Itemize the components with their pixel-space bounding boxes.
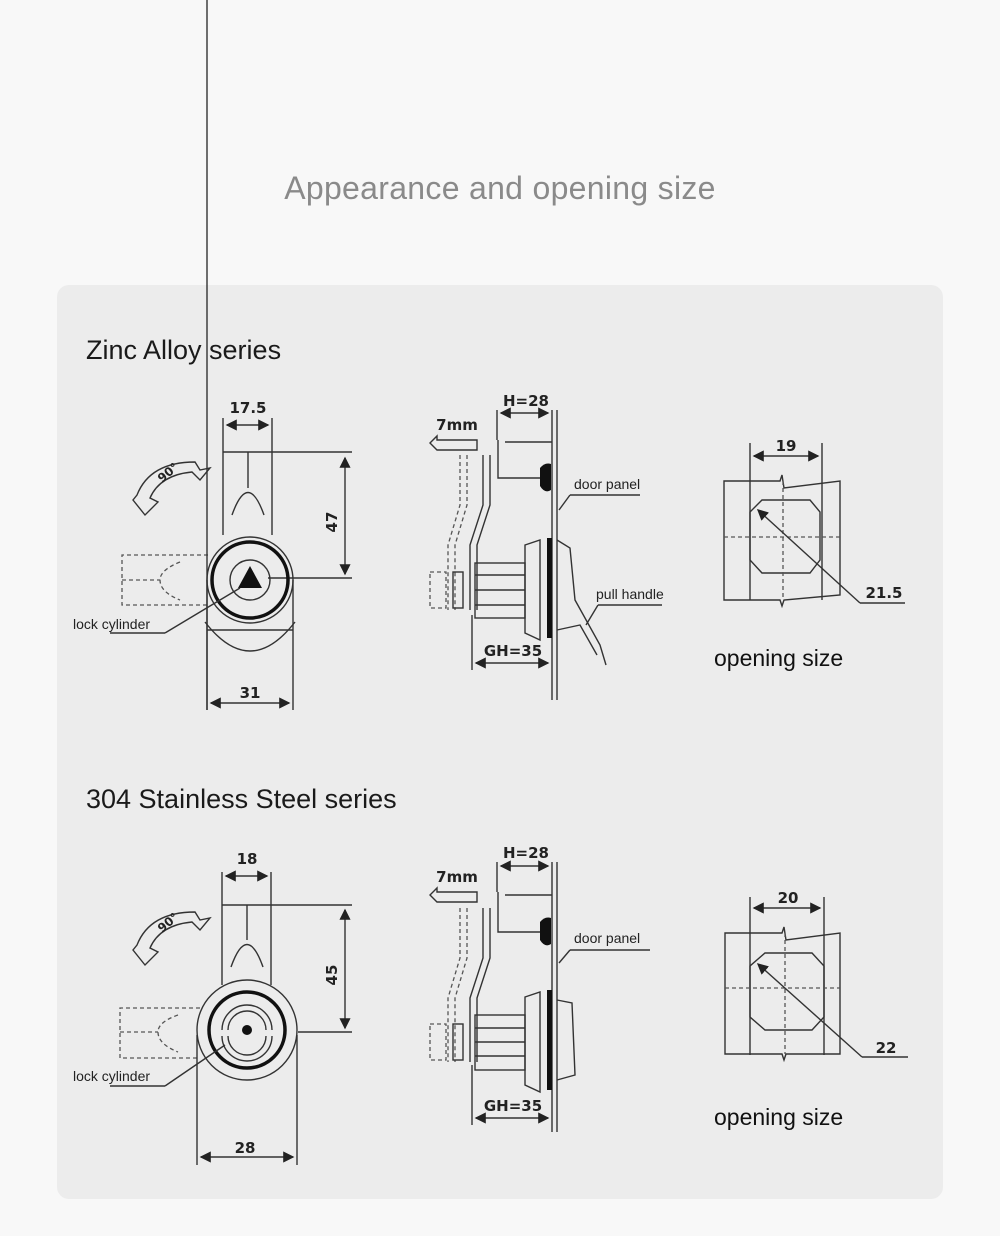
opening-caption: opening size: [714, 645, 843, 671]
dim-offset: 7mm: [436, 416, 478, 434]
dim-top-width: 18: [237, 850, 258, 868]
triangle-key-icon: [238, 566, 262, 588]
callout-lock-cylinder: lock cylinder: [73, 616, 150, 632]
dim-top-width: 17.5: [229, 399, 266, 417]
offset-arrow-icon: [429, 886, 478, 903]
zinc-front-view: 17.5 47 90° 31 lock cylinder: [73, 0, 352, 710]
stainless-side-view: H=28 7mm GH=35 door panel: [429, 844, 650, 1132]
page-title: Appearance and opening size: [284, 170, 716, 206]
dim-height: 45: [323, 965, 341, 986]
rotate-arrow-icon: [132, 461, 212, 517]
dim-h: H=28: [503, 392, 549, 410]
dim-opening-width: 20: [778, 889, 799, 907]
rotate-arrow-icon: [132, 911, 212, 967]
spec-panel: [57, 285, 943, 1199]
dim-bottom-width: 28: [235, 1139, 256, 1157]
stainless-opening: 20 22 opening size: [714, 889, 908, 1130]
series-title-stainless: 304 Stainless Steel series: [86, 784, 397, 814]
dim-bottom-width: 31: [240, 684, 261, 702]
round-slot-key-icon: [242, 1025, 252, 1035]
series-title-zinc: Zinc Alloy series: [86, 335, 282, 365]
callout-door-panel: door panel: [574, 930, 640, 946]
dim-opening-diagonal: 22: [876, 1039, 897, 1057]
zinc-side-view: H=28 7mm GH=35 door panel pull handle: [429, 392, 664, 700]
dim-height: 47: [323, 512, 341, 533]
dim-gh: GH=35: [484, 642, 542, 660]
callout-door-panel: door panel: [574, 476, 640, 492]
stainless-front-view: 18 45 90° 28 lock cylinder: [73, 850, 352, 1165]
zinc-opening: 19 21.5 opening size: [714, 437, 905, 671]
dim-offset: 7mm: [436, 868, 478, 886]
dim-opening-diagonal: 21.5: [865, 584, 902, 602]
dim-gh: GH=35: [484, 1097, 542, 1115]
callout-lock-cylinder: lock cylinder: [73, 1068, 150, 1084]
offset-arrow-icon: [429, 434, 478, 451]
opening-caption: opening size: [714, 1104, 843, 1130]
dim-opening-width: 19: [776, 437, 797, 455]
dim-h: H=28: [503, 844, 549, 862]
callout-pull-handle: pull handle: [596, 586, 664, 602]
